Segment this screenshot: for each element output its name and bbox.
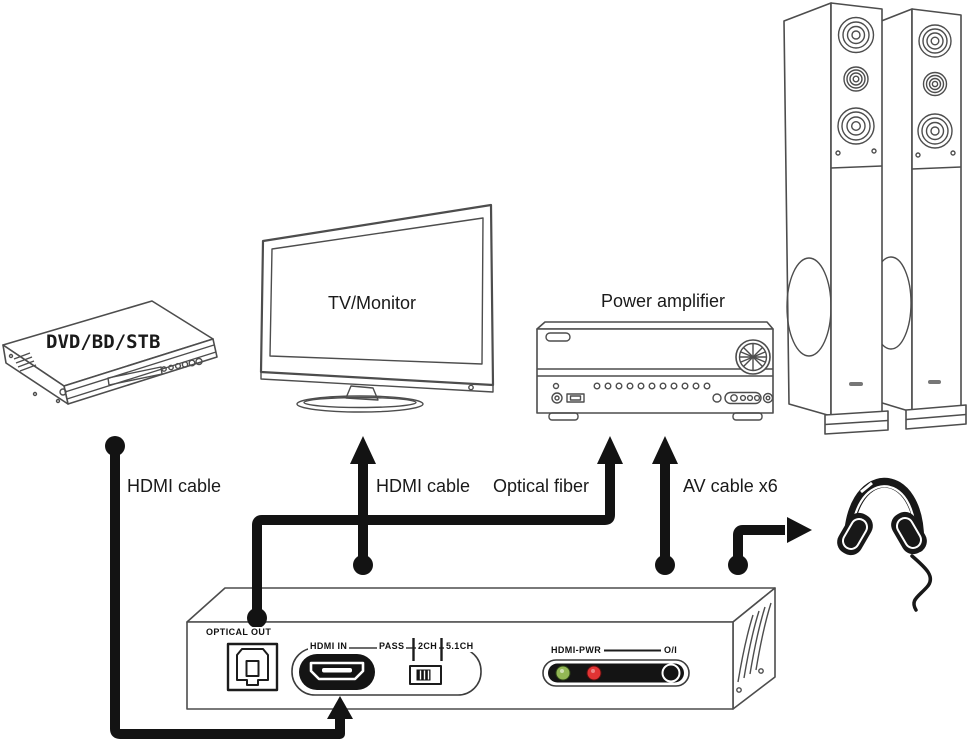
converter-box-illustration: [186, 587, 776, 710]
headphones-illustration: [837, 477, 933, 612]
hdmi-led-red: [586, 665, 602, 681]
amp-foot: [548, 412, 579, 421]
arrow-right-icon: [787, 517, 812, 543]
hdmi-in-label: HDMI IN: [308, 641, 350, 652]
dvd-player-label: DVD/BD/STB: [46, 331, 161, 353]
cable-dvd-to-converter: [105, 436, 353, 739]
dvd-disc-tray: [107, 366, 163, 386]
tv-monitor-illustration: [259, 203, 495, 413]
cable-optical-to-amplifier: [247, 436, 623, 628]
arrow-up-icon: [652, 436, 678, 464]
mode-switch: [409, 638, 443, 685]
dvd-power-button-drawing: [59, 388, 67, 396]
arrow-up-icon: [350, 436, 376, 464]
cable-label-av: AV cable x6: [683, 476, 778, 496]
amp-front-face: [536, 328, 774, 414]
tv-power-led-drawing: [468, 384, 474, 391]
arrow-up-icon: [327, 696, 353, 719]
cable-to-headphones: [728, 517, 812, 575]
hdmi-pwr-label: HDMI-PWR: [549, 645, 604, 656]
mode-option-51ch: 5.1CH: [444, 641, 476, 652]
ear-cup-left: [837, 512, 873, 556]
power-led-green: [555, 665, 571, 681]
optical-out-port: [226, 642, 279, 692]
power-switch-label: O/I: [662, 645, 680, 656]
cable-converter-to-tv: [350, 436, 376, 575]
amp-button-row: [593, 382, 711, 390]
speakers-illustration: [783, 2, 967, 435]
cable-label-hdmi-tv: HDMI cable: [376, 476, 471, 496]
tv-screen: [269, 217, 484, 365]
ear-cup-right: [891, 511, 927, 555]
cable-label-optical-fiber: Optical fiber: [493, 476, 590, 496]
arrow-up-icon: [597, 436, 623, 464]
cable-av-to-amplifier: [652, 436, 678, 575]
speaker-left: [783, 2, 889, 435]
dvd-player-illustration: [2, 300, 218, 405]
tv-stand-base: [296, 395, 424, 413]
hdmi-in-port: [299, 654, 375, 690]
power-button-drawing: [661, 663, 681, 683]
tv-stand-neck: [345, 385, 379, 401]
mode-option-pass: PASS: [377, 641, 407, 652]
vent-slots: [737, 602, 772, 683]
cable-label-hdmi-dvd: HDMI cable: [127, 476, 222, 496]
optical-out-label: OPTICAL OUT: [204, 627, 274, 638]
dvd-side-face: [2, 344, 69, 405]
tv-monitor-label: TV/Monitor: [327, 293, 417, 313]
amp-usb-port: [566, 393, 585, 403]
amp-phones-jack: [551, 392, 563, 404]
amplifier-illustration: [536, 321, 774, 421]
amp-foot: [732, 412, 763, 421]
headphone-cord: [910, 554, 933, 612]
mode-option-2ch: 2CH: [416, 641, 440, 652]
amp-display: [545, 332, 571, 342]
amplifier-label: Power amplifier: [601, 291, 726, 311]
